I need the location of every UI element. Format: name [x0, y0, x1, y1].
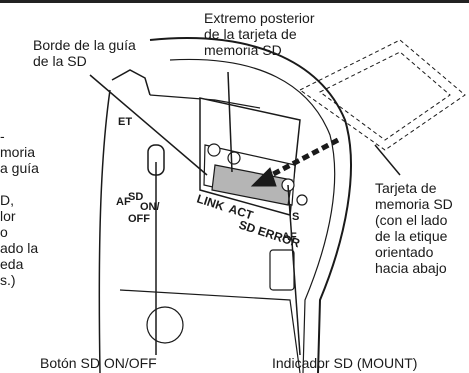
leader-extremo	[227, 71, 233, 173]
left-text-line: ado la	[0, 240, 39, 256]
lower-screw	[146, 306, 184, 344]
dome-inner-edge	[169, 58, 336, 373]
tarjeta-line: (con el lado	[375, 212, 448, 228]
error-led	[296, 194, 308, 206]
device-sd-onoff-text-3: OFF	[128, 213, 150, 225]
left-text-line: a guía	[0, 160, 39, 176]
label-indicador-sd: Indicador SD (MOUNT)	[272, 355, 418, 371]
leader-borde	[89, 74, 208, 176]
tarjeta-line: orientado	[375, 244, 434, 260]
lower-port	[269, 249, 295, 291]
label-borde-1: Borde de la guía	[33, 37, 136, 53]
device-sd-onoff-text-1: SD	[128, 191, 143, 203]
leader-tarjeta	[374, 144, 401, 176]
left-text-line: -	[0, 128, 5, 144]
label-extremo-1: Extremo posterior	[204, 10, 315, 26]
label-extremo-2: de la tarjeta de	[204, 26, 297, 42]
left-text-line: eda	[0, 256, 24, 272]
housing-ridge	[111, 69, 151, 96]
device-af-left-text: AF	[116, 196, 131, 208]
housing-left-edge	[98, 89, 111, 373]
left-text-line: lor	[0, 208, 16, 224]
insert-arrow-shaft	[260, 137, 340, 183]
tarjeta-line: de la etique	[375, 228, 448, 244]
label-borde-2: de la SD	[33, 53, 87, 69]
left-text-line: moria	[0, 144, 36, 160]
left-text-line: D,	[0, 192, 14, 208]
insert-arrow-head	[250, 167, 277, 187]
device-af-right-text: AF	[282, 231, 297, 243]
sd-card-outline-inner	[319, 51, 451, 141]
device-s-text: S	[292, 211, 299, 223]
sd-card-outline	[299, 39, 466, 151]
device-et-text: ET	[118, 116, 132, 128]
lower-wall	[119, 289, 301, 373]
housing-top-ledge	[149, 94, 261, 109]
leader-indicador	[287, 184, 301, 356]
dome-outer-edge	[149, 37, 352, 373]
tarjeta-line: hacia abajo	[375, 260, 447, 276]
left-text-line: s.)	[0, 272, 16, 288]
act-led	[227, 151, 241, 165]
left-text-line: o	[0, 224, 8, 240]
top-rule	[0, 0, 469, 3]
tarjeta-line: memoria SD	[375, 196, 453, 212]
tarjeta-line: Tarjeta de	[375, 180, 437, 196]
label-boton-sd: Botón SD ON/OFF	[40, 355, 157, 371]
label-extremo-3: memoria SD	[204, 42, 282, 58]
device-sd-onoff-text-2: ON/	[140, 201, 160, 213]
link-led	[207, 143, 221, 157]
